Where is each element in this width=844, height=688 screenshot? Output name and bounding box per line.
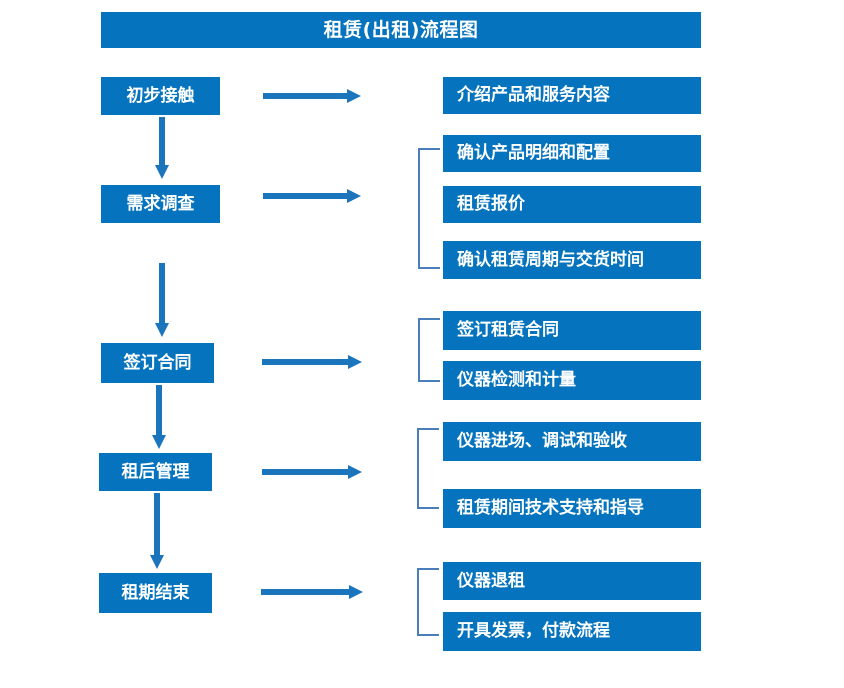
flow-arrow-right-1 (263, 87, 363, 105)
task-box-2-3[interactable]: 确认租赁周期与交货时间 (443, 241, 701, 279)
task-box-4-2-label: 租赁期间技术支持和指导 (457, 498, 644, 518)
stage-box-4-label: 租后管理 (121, 461, 190, 482)
task-box-5-2-label: 开具发票，付款流程 (457, 621, 610, 641)
flow-arrow-right-4 (262, 463, 364, 481)
flow-arrow-right-2 (263, 187, 363, 205)
stage-box-5[interactable]: 租期结束 (99, 573, 212, 613)
task-box-5-1[interactable]: 仪器退租 (443, 562, 701, 600)
task-box-2-2-label: 租赁报价 (457, 194, 525, 214)
group-bracket-4 (417, 428, 439, 509)
stage-box-5-label: 租期结束 (121, 582, 190, 603)
stage-box-1-label: 初步接触 (126, 85, 195, 106)
flow-arrow-down-2 (153, 263, 171, 339)
flow-arrow-down-3 (150, 385, 168, 451)
stage-box-1[interactable]: 初步接触 (101, 77, 220, 115)
task-box-3-2-label: 仪器检测和计量 (457, 370, 576, 390)
stage-box-2[interactable]: 需求调查 (101, 185, 220, 223)
diagram-title-banner: 租赁(出租)流程图 (101, 12, 701, 48)
task-box-4-1[interactable]: 仪器进场、调试和验收 (443, 422, 701, 461)
task-box-1-1-label: 介绍产品和服务内容 (457, 85, 610, 105)
group-bracket-3 (418, 318, 440, 382)
flow-arrow-down-1 (153, 117, 171, 181)
task-box-2-3-label: 确认租赁周期与交货时间 (457, 249, 644, 270)
task-box-3-1[interactable]: 签订租赁合同 (443, 311, 701, 350)
group-bracket-2 (418, 148, 440, 269)
task-box-2-1-label: 确认产品明细和配置 (457, 143, 610, 163)
task-box-2-2[interactable]: 租赁报价 (443, 186, 701, 223)
task-box-1-1[interactable]: 介绍产品和服务内容 (443, 77, 701, 114)
flow-arrow-down-4 (148, 493, 166, 571)
group-bracket-5 (417, 568, 439, 636)
task-box-4-1-label: 仪器进场、调试和验收 (457, 431, 627, 451)
task-box-3-2[interactable]: 仪器检测和计量 (443, 361, 701, 400)
stage-box-2-label: 需求调查 (126, 193, 195, 214)
diagram-title-text: 租赁(出租)流程图 (323, 18, 479, 41)
stage-box-3-label: 签订合同 (123, 352, 192, 373)
task-box-2-1[interactable]: 确认产品明细和配置 (443, 135, 701, 172)
stage-box-4[interactable]: 租后管理 (99, 453, 212, 491)
stage-box-3[interactable]: 签订合同 (101, 343, 214, 383)
flow-arrow-right-5 (261, 583, 365, 601)
task-box-4-2[interactable]: 租赁期间技术支持和指导 (443, 489, 701, 528)
task-box-3-1-label: 签订租赁合同 (457, 320, 559, 340)
task-box-5-2[interactable]: 开具发票，付款流程 (443, 612, 701, 651)
flow-arrow-right-3 (262, 353, 364, 371)
task-box-5-1-label: 仪器退租 (457, 570, 525, 591)
